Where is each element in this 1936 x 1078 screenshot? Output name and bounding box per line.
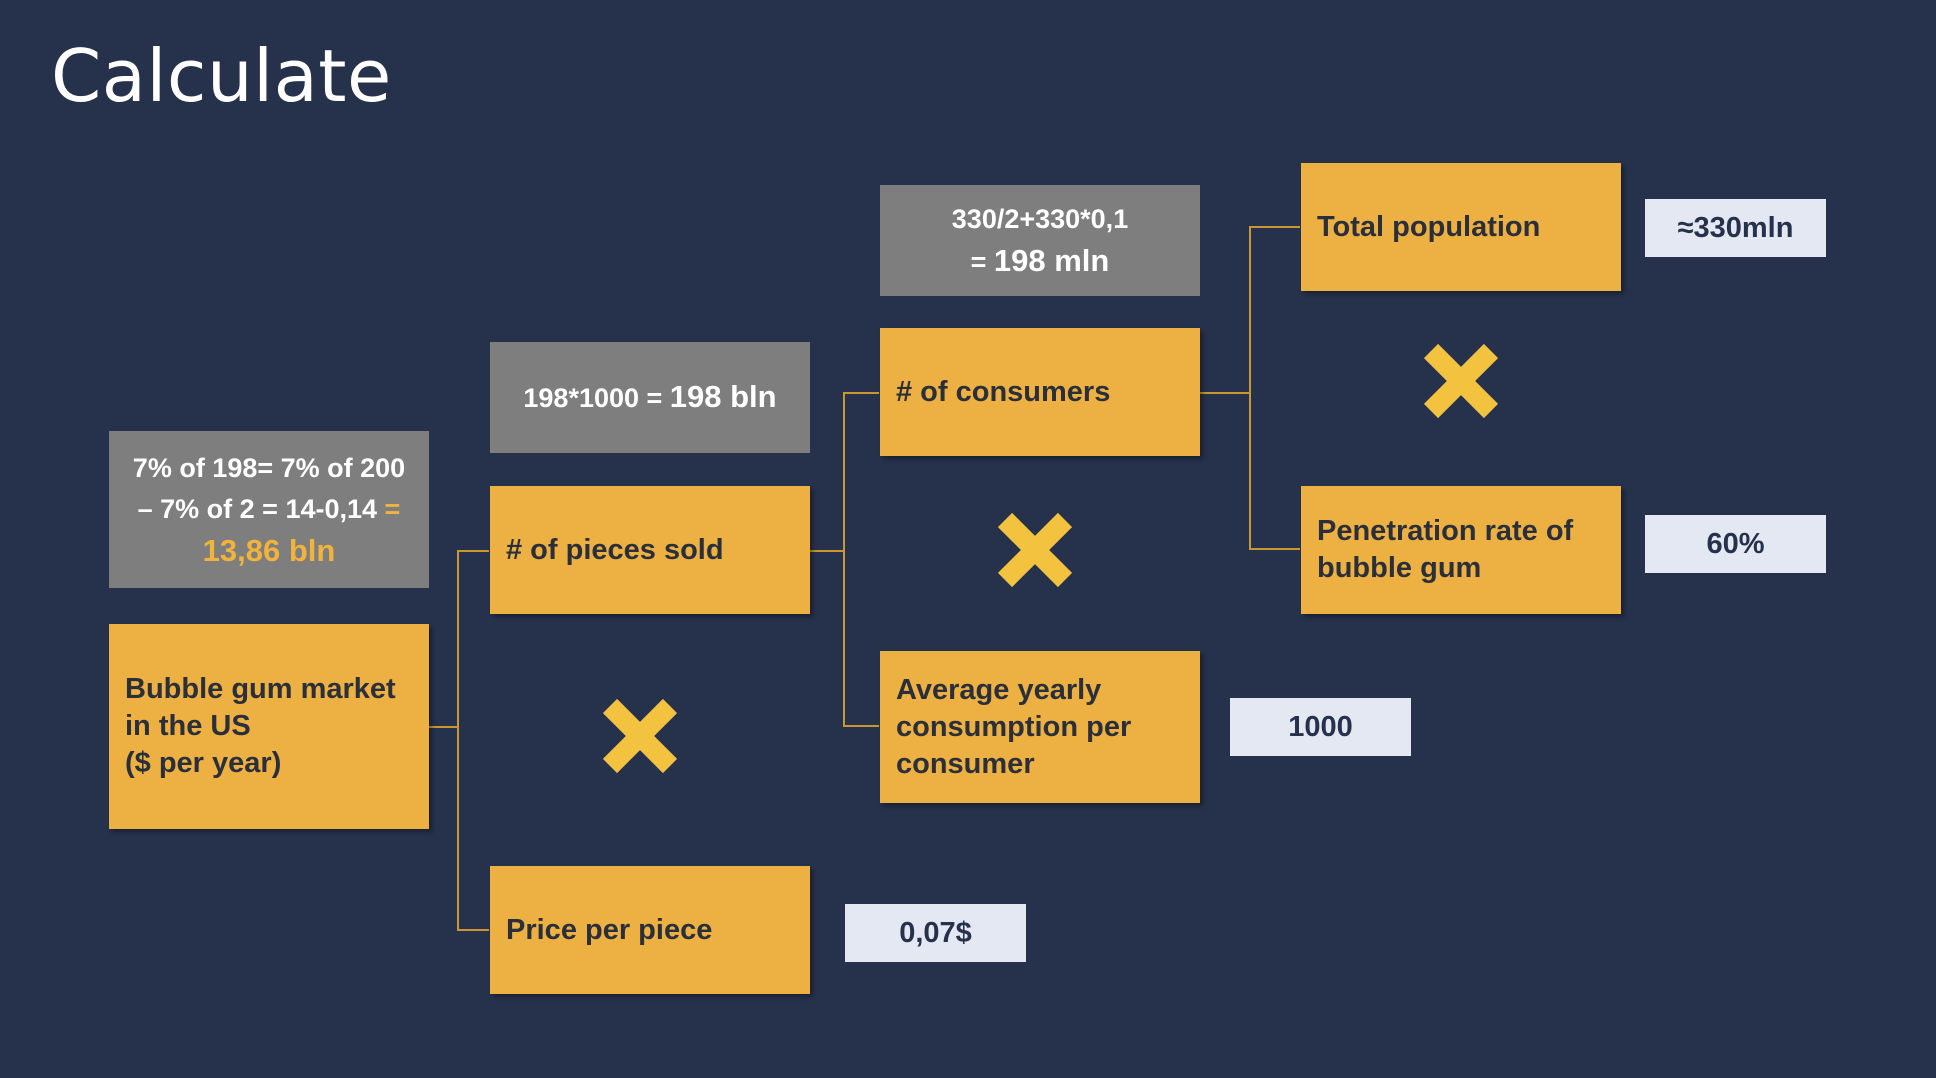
pieces-sold-label: # of pieces sold bbox=[506, 533, 724, 566]
pieces-calc-expression: 198*1000 = bbox=[523, 383, 670, 413]
penetration-value: 60% bbox=[1706, 527, 1765, 560]
population-value: ≈330mln bbox=[1677, 211, 1794, 244]
market-label: Bubble gum market in the US ($ per year) bbox=[125, 673, 396, 779]
consumers-box: # of consumers bbox=[880, 328, 1200, 456]
penetration-rate-label: Penetration rate of bubble gum bbox=[1317, 515, 1574, 584]
price-per-piece-label: Price per piece bbox=[506, 913, 713, 946]
consumers-calc-box: 330/2+330*0,1 = 198 mln bbox=[880, 185, 1200, 296]
market-calc-equals: = bbox=[384, 494, 401, 524]
avg-consumption-box: Average yearly consumption per consumer bbox=[880, 651, 1200, 803]
multiply-icon bbox=[602, 698, 678, 774]
market-calc-line1: 7% of 198= 7% of 200 bbox=[132, 453, 406, 483]
market-calc-line2: – 7% of 2 = 14-0,14 bbox=[137, 494, 378, 524]
connector-pieces-branch bbox=[843, 392, 879, 727]
multiply-icon bbox=[1423, 343, 1499, 419]
total-population-label: Total population bbox=[1317, 210, 1541, 243]
pieces-sold-box: # of pieces sold bbox=[490, 486, 810, 614]
consumers-calc-equals: = bbox=[970, 246, 994, 277]
consumption-value: 1000 bbox=[1288, 710, 1353, 743]
market-calc-result: 13,86 bln bbox=[202, 533, 336, 568]
pieces-calc-box: 198*1000 = 198 bln bbox=[490, 342, 810, 453]
page-title: Calculate bbox=[51, 34, 392, 118]
consumers-calc-result: 198 mln bbox=[993, 242, 1110, 278]
price-per-piece-box: Price per piece bbox=[490, 866, 810, 994]
consumption-value-box: 1000 bbox=[1230, 698, 1411, 756]
penetration-rate-box: Penetration rate of bubble gum bbox=[1301, 486, 1621, 614]
population-value-box: ≈330mln bbox=[1645, 199, 1826, 257]
consumers-label: # of consumers bbox=[896, 375, 1111, 408]
connector-consumers-branch bbox=[1249, 226, 1300, 550]
market-box: Bubble gum market in the US ($ per year) bbox=[109, 624, 429, 829]
multiply-icon bbox=[997, 512, 1073, 588]
price-value: 0,07$ bbox=[899, 916, 972, 949]
avg-consumption-label: Average yearly consumption per consumer bbox=[896, 673, 1132, 780]
price-value-box: 0,07$ bbox=[845, 904, 1026, 962]
pieces-calc-result: 198 bln bbox=[669, 379, 777, 414]
total-population-box: Total population bbox=[1301, 163, 1621, 291]
connector-market-branch bbox=[457, 550, 489, 931]
penetration-value-box: 60% bbox=[1645, 515, 1826, 573]
consumers-calc-line1: 330/2+330*0,1 bbox=[951, 203, 1129, 234]
market-calc-box: 7% of 198= 7% of 200 – 7% of 2 = 14-0,14… bbox=[109, 431, 429, 588]
